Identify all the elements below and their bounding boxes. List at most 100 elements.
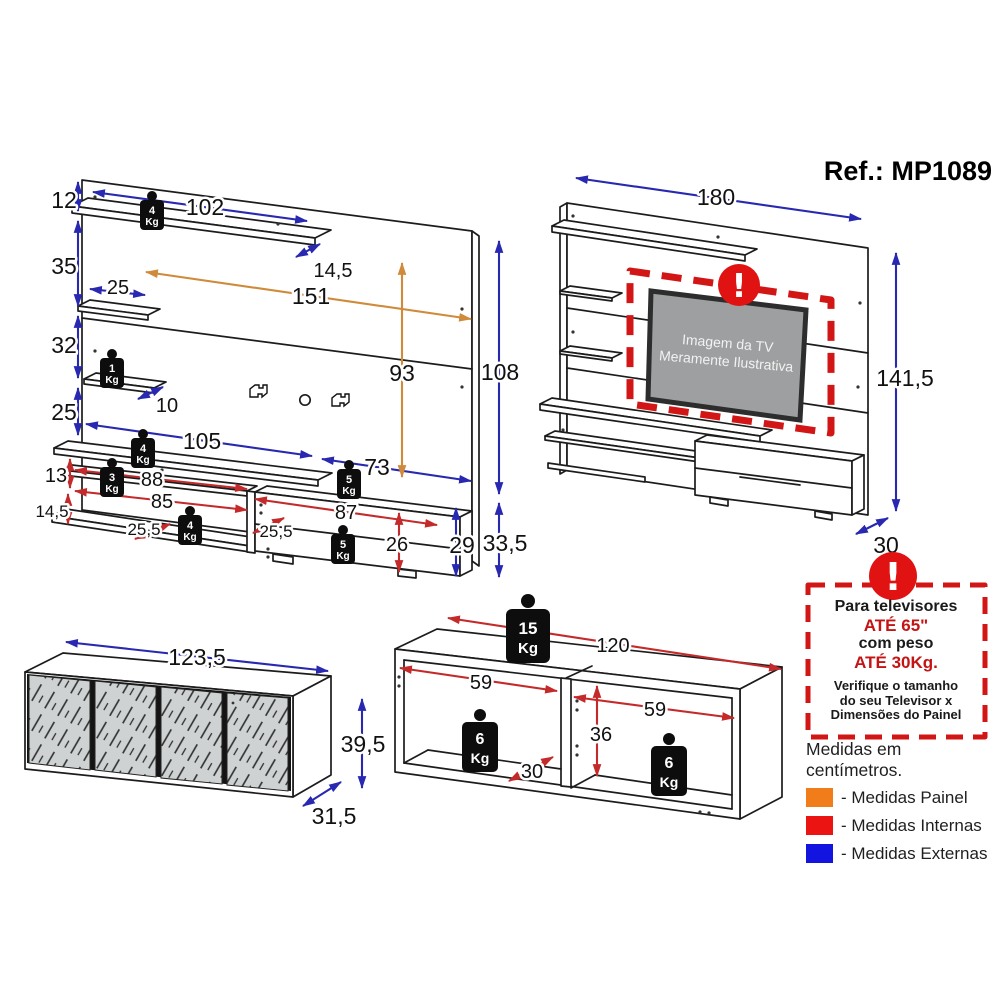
dim-inner-85: 85 [151, 491, 173, 513]
dim-rack-depth: 31,5 [312, 803, 357, 829]
warning-text: Para televisores ATÉ 65" com peso ATÉ 30… [812, 598, 980, 723]
warning-note-3: Dimensões do Painel [830, 707, 962, 722]
dim-rack-total-height: 33,5 [483, 530, 528, 556]
svg-text:Kg: Kg [518, 640, 538, 657]
dim-inner-depth: 30 [521, 761, 543, 783]
svg-text:Kg: Kg [342, 486, 355, 497]
tv-zone-dashed-outline [626, 267, 835, 437]
dim-rack-height: 29 [449, 532, 475, 558]
mirror-rack-diagram: 123,5 39,5 31,5 [24, 639, 388, 832]
svg-text:Kg: Kg [471, 750, 490, 766]
svg-text:Kg: Kg [105, 484, 118, 495]
dim-total-height: 108 [481, 359, 519, 385]
dim-shelf-gap-14-5: 14,5 [35, 502, 68, 521]
svg-text:15: 15 [519, 619, 538, 638]
cable-hole-icon [298, 393, 312, 407]
dim-rack-height: 39,5 [341, 731, 386, 757]
internal-color-swatch [806, 816, 833, 835]
external-color-swatch [806, 844, 833, 863]
weight-icon: 3 Kg [100, 458, 124, 497]
svg-text:Kg: Kg [145, 217, 158, 228]
warning-note-2: do seu Televisor x [839, 692, 953, 708]
svg-text:4: 4 [187, 520, 194, 532]
front-view-diagram: 12 3 5 32 25 102 14,5 25 151 10 93 108 10… [33, 179, 530, 579]
weight-icon: 4 Kg [178, 506, 202, 545]
dim-rack-right-width: 73 [364, 454, 390, 480]
weight-icon: 5 Kg [337, 460, 361, 499]
legend-label: - Medidas Painel [841, 787, 968, 807]
dim-open-rack-width: 120 [596, 635, 629, 657]
svg-text:Kg: Kg [105, 375, 118, 386]
perspective-view-diagram: Imagem da TV Meramente Ilustrativa ! 180… [539, 175, 936, 561]
open-rack-diagram: 120 59 59 36 30 15 Kg 6 Kg 6 Kg [394, 594, 783, 820]
dim-rack-left-width: 105 [183, 428, 221, 454]
weight-icon: 6 Kg [462, 709, 498, 772]
dim-small-shelf-depth: 10 [156, 395, 178, 417]
weight-icon: 15 Kg [506, 594, 550, 663]
svg-text:!: ! [731, 266, 746, 305]
tv-illustration: Imagem da TV Meramente Ilustrativa [645, 288, 809, 423]
warning-icon: ! [869, 552, 917, 600]
mirror-door [28, 674, 91, 771]
dim-top-shelf-width: 102 [186, 194, 224, 220]
weight-icon: 5 Kg [331, 525, 355, 564]
svg-text:!: ! [884, 555, 901, 599]
svg-text:Kg: Kg [660, 774, 679, 790]
warning-line-3: com peso [858, 635, 934, 652]
legend-label: - Medidas Internas [841, 815, 982, 835]
svg-text:Kg: Kg [183, 532, 196, 543]
dim-gap-25: 25 [51, 399, 77, 425]
svg-text:3: 3 [109, 472, 115, 484]
svg-text:Kg: Kg [336, 551, 349, 562]
legend: Medidas em centímetros. - Medidas Painel… [806, 739, 996, 872]
dim-inner-88: 88 [141, 469, 163, 491]
dim-rack-width: 123,5 [168, 644, 226, 670]
dim-panel-total-width: 180 [697, 184, 735, 210]
legend-row-externas: - Medidas Externas [806, 844, 996, 863]
dim-depth-25-5-left: 25,5 [127, 520, 160, 539]
cable-clip-icon [331, 393, 350, 408]
legend-label: - Medidas Externas [841, 843, 988, 863]
mirror-door [226, 692, 289, 792]
mirror-door [160, 686, 223, 785]
dim-drawer-26: 26 [386, 534, 408, 556]
warning-line-2: ATÉ 65" [863, 616, 929, 635]
svg-text:4: 4 [149, 205, 156, 217]
dim-top-shelf-depth: 14,5 [314, 260, 353, 282]
dim-inner-height: 36 [590, 724, 612, 746]
warning-note-1: Verifique o tamanho [833, 678, 959, 693]
weight-icon: 4 Kg [140, 191, 164, 230]
legend-row-internas: - Medidas Internas [806, 816, 996, 835]
weight-icon: 4 Kg [131, 429, 155, 468]
dim-panel-total-height: 141,5 [876, 365, 934, 391]
dim-top-offset: 12 [51, 187, 77, 213]
dim-gap-32: 32 [51, 332, 77, 358]
dim-small-shelf-width: 25 [107, 277, 129, 299]
svg-text:4: 4 [140, 443, 147, 455]
warning-icon: ! [718, 264, 760, 306]
dim-depth-25-5-center: 25,5 [259, 522, 292, 541]
legend-title: Medidas em centímetros. [806, 739, 903, 780]
ref-label: Ref.: MP1089 [823, 156, 992, 186]
dim-shelf-gap-13: 13 [45, 465, 67, 487]
weight-icon: 1 Kg [100, 349, 124, 388]
dim-panel-width: 151 [292, 283, 330, 309]
dim-inner-left: 59 [470, 672, 492, 694]
svg-text:6: 6 [476, 731, 485, 748]
panel-color-swatch [806, 788, 833, 807]
svg-text:5: 5 [340, 539, 346, 551]
weight-icon: 6 Kg [651, 733, 687, 796]
warning-box-frame: ! [805, 552, 988, 740]
warning-line-1: Para televisores [834, 598, 958, 615]
legend-row-panel: - Medidas Painel [806, 788, 996, 807]
svg-text:6: 6 [665, 755, 674, 772]
warning-line-4: ATÉ 30Kg. [854, 653, 938, 672]
dim-panel-height: 93 [389, 360, 415, 386]
svg-text:Kg: Kg [136, 455, 149, 466]
dim-drawer-87: 87 [335, 502, 357, 524]
mirror-door [94, 680, 157, 778]
svg-text:5: 5 [346, 474, 352, 486]
cable-clip-icon [249, 384, 268, 399]
